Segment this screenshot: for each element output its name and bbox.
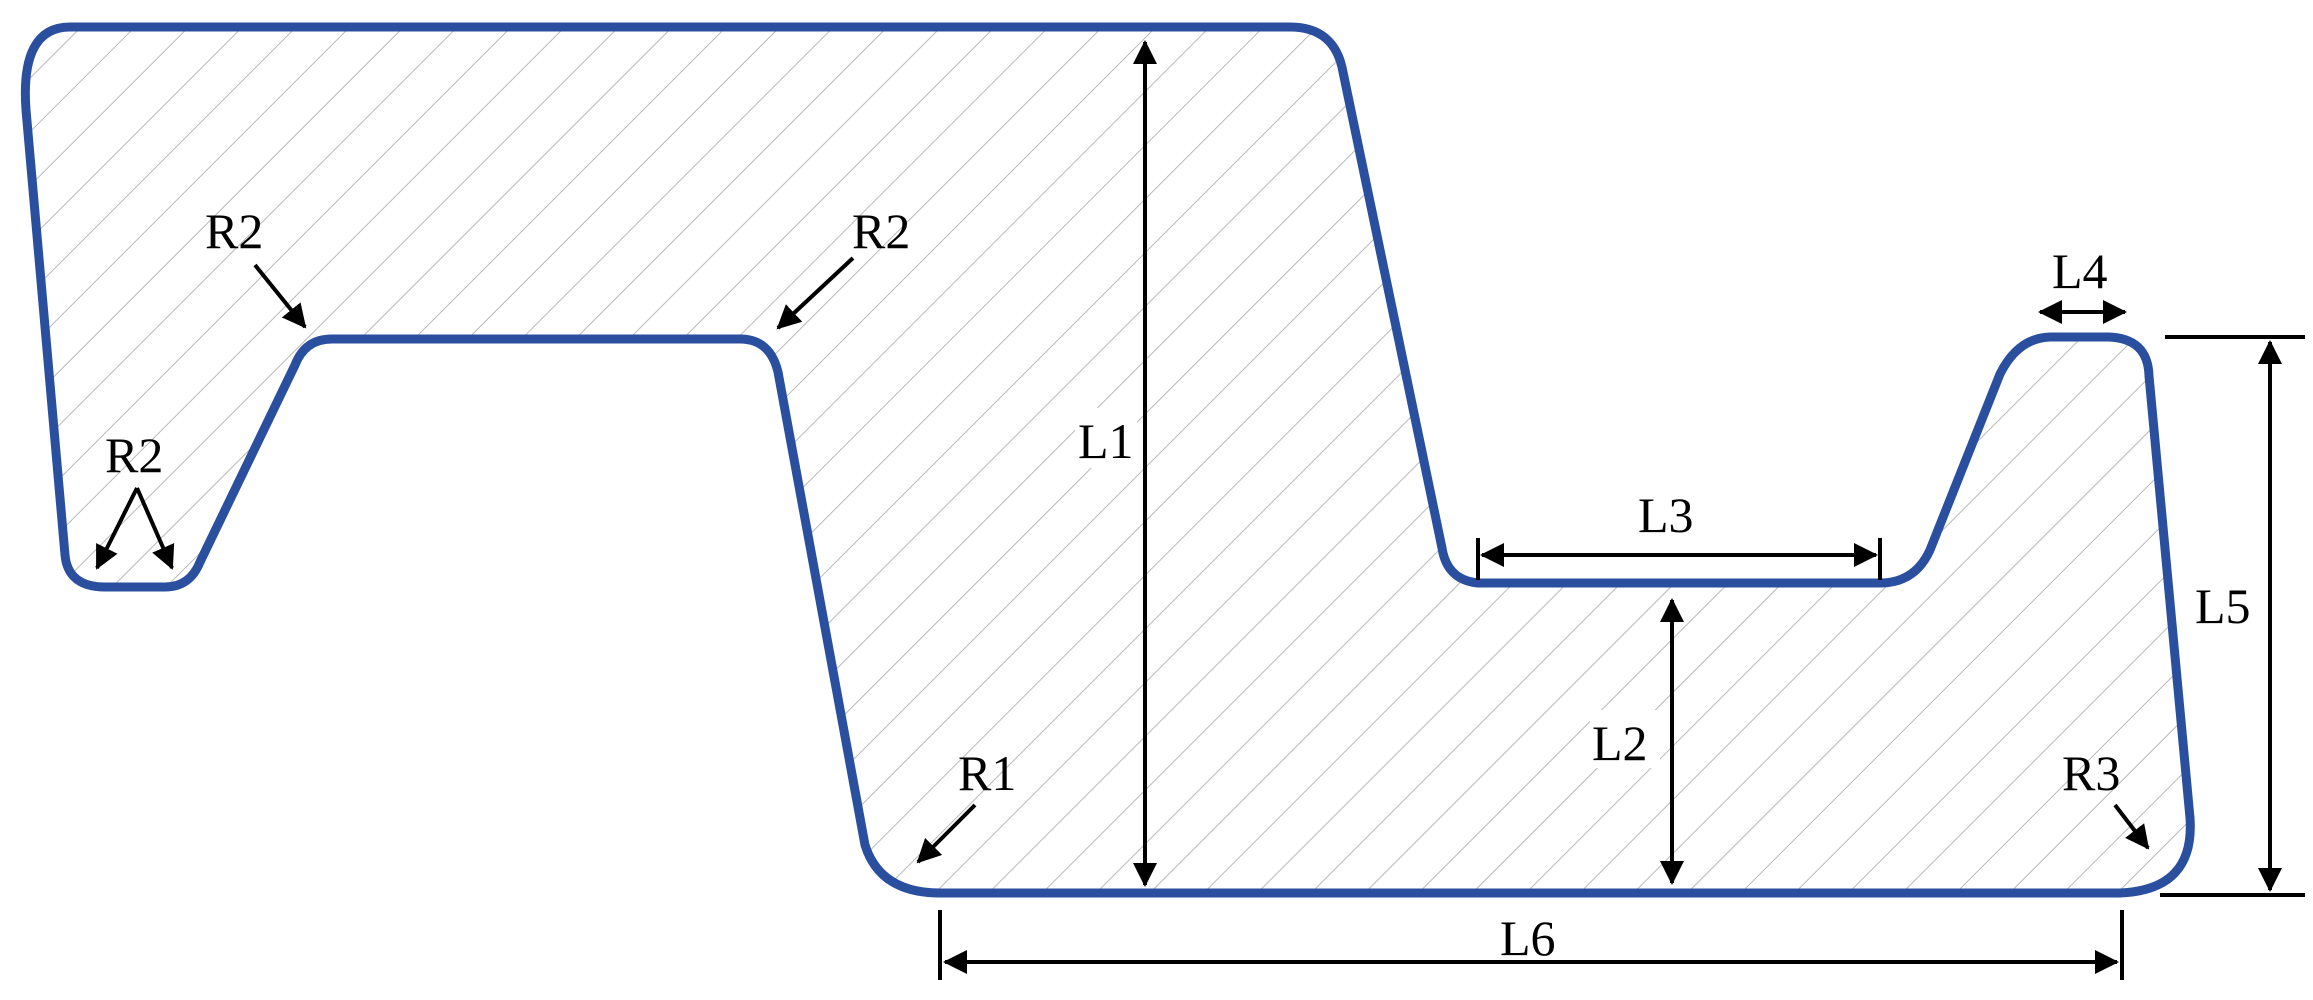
r1-arrow: [916, 803, 977, 864]
r3-arrow: [2113, 803, 2150, 850]
r2-upper-middle-arrow: [776, 256, 855, 330]
r2-upper-left-label: R2: [205, 203, 263, 259]
l1-label-bg: [1075, 408, 1137, 468]
r2-upper-left-arrow: [253, 263, 307, 329]
l2-label-bg: [1590, 710, 1660, 768]
r2-lower-left-arrow-left: [95, 487, 139, 570]
r1-label: R1: [958, 745, 1016, 801]
l4-label: L4: [2052, 243, 2108, 299]
r2-upper-middle-label: R2: [852, 203, 910, 259]
l1-label: L1: [1078, 413, 1134, 469]
l2-label: L2: [1592, 715, 1648, 771]
l3-label: L3: [1638, 487, 1694, 543]
r2-lower-left-label: R2: [105, 427, 163, 483]
r2-lower-left-arrow-right: [135, 487, 175, 570]
l6-label: L6: [1500, 910, 1556, 966]
r3-label: R3: [2062, 745, 2120, 801]
l5-label: L5: [2195, 578, 2251, 634]
